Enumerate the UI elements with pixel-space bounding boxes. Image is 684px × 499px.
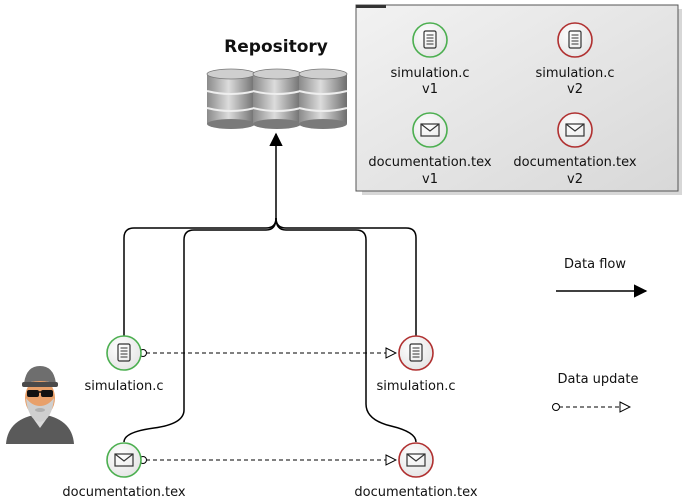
file-label: simulation.c (376, 379, 455, 394)
status-ring (412, 22, 448, 58)
file-label: simulation.c (84, 379, 163, 394)
local-node-left-simulation[interactable]: simulation.c (84, 335, 164, 394)
legend-data-update-arrow (552, 404, 631, 411)
document-icon (423, 30, 437, 49)
document-icon (409, 343, 423, 362)
store-item-name: simulation.c (535, 66, 614, 81)
flow-line-left-documentation (123, 217, 277, 443)
legend-data-update-label: Data update (558, 372, 639, 387)
disk-stack-middle (252, 68, 302, 129)
database-icon[interactable] (206, 68, 348, 129)
envelope-icon (114, 453, 134, 467)
store-item-simulation-v2[interactable]: simulation.c v2 (535, 22, 615, 97)
status-ring (398, 335, 434, 371)
store-item-version: v1 (422, 82, 438, 97)
disk-stack-right (298, 68, 348, 129)
store-item-name: simulation.c (390, 66, 469, 81)
legend-data-flow-label: Data flow (564, 257, 626, 272)
envelope-icon (565, 123, 585, 137)
store-item-version: v2 (567, 82, 583, 97)
status-ring (106, 442, 142, 478)
document-icon (568, 30, 582, 49)
store-item-simulation-v1[interactable]: simulation.c v1 (390, 22, 470, 97)
data-update-lines (139, 350, 397, 464)
status-ring (412, 112, 448, 148)
hacker-avatar-icon[interactable] (6, 366, 74, 444)
envelope-icon (406, 453, 426, 467)
data-flow-lines (123, 132, 417, 443)
flow-line-left-simulation (123, 217, 277, 336)
disk-stack-left (206, 68, 256, 129)
flow-line-right-documentation (275, 217, 417, 443)
document-icon (117, 343, 131, 362)
status-ring (398, 442, 434, 478)
status-ring (557, 22, 593, 58)
file-label: documentation.tex (354, 485, 477, 499)
store-item-documentation-v1[interactable]: documentation.tex v1 (368, 112, 492, 187)
flow-line-right-simulation (275, 217, 417, 336)
legend: Data flow Data update (552, 257, 648, 411)
local-node-right-simulation[interactable]: simulation.c (376, 335, 456, 394)
version-store-panel (355, 4, 682, 195)
local-node-left-documentation[interactable]: documentation.tex (62, 442, 186, 499)
status-ring (557, 112, 593, 148)
store-item-name: documentation.tex (513, 155, 636, 170)
store-item-version: v2 (567, 172, 583, 187)
local-node-right-documentation[interactable]: documentation.tex (354, 442, 478, 499)
envelope-icon (420, 123, 440, 137)
status-ring (106, 335, 142, 371)
repository-title: Repository (224, 37, 328, 57)
store-item-name: documentation.tex (368, 155, 491, 170)
file-label: documentation.tex (62, 485, 185, 499)
store-item-documentation-v2[interactable]: documentation.tex v2 (513, 112, 637, 187)
store-item-version: v1 (422, 172, 438, 187)
